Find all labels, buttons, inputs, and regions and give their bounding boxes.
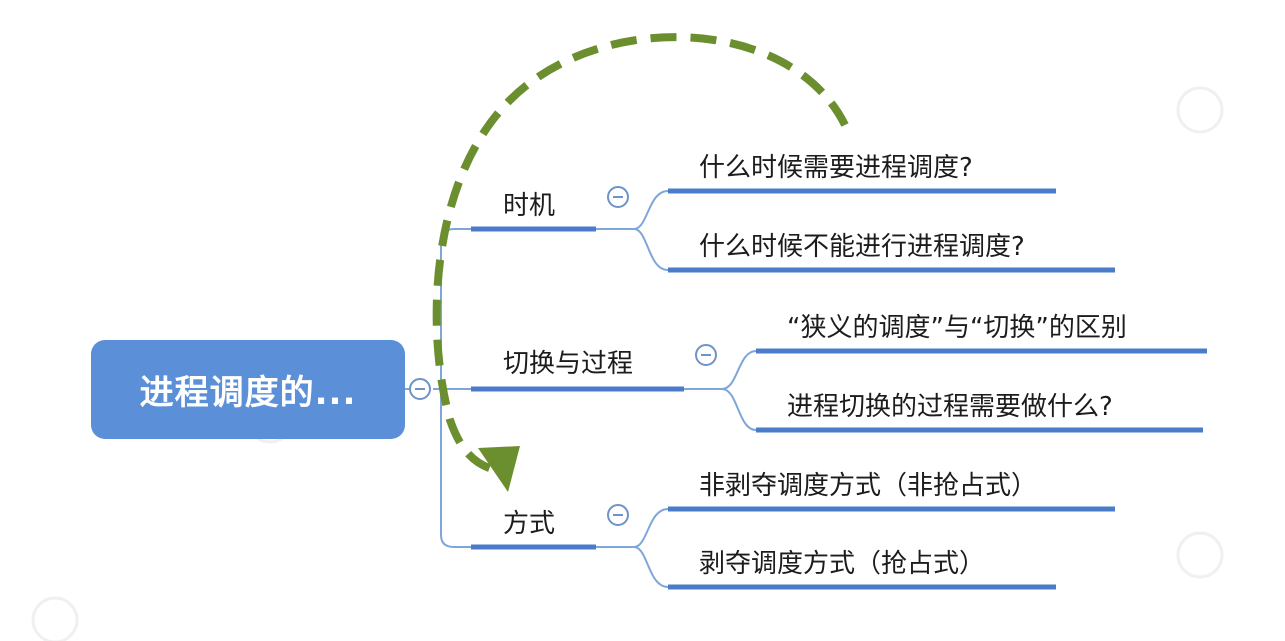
leaf-switch-process[interactable]: 进程切换的过程需要做什么? (787, 392, 1113, 422)
trunk-to-branch-3 (440, 389, 471, 548)
branch-2-fork-down (721, 388, 757, 431)
trunk-to-branch-1 (440, 228, 471, 389)
leaf-schedule-vs-switch[interactable]: “狭义的调度”与“切换”的区别 (787, 313, 1127, 343)
leaf-when-schedule[interactable]: 什么时候需要进程调度? (699, 153, 973, 183)
leaf-non-preemptive[interactable]: 非剥夺调度方式（非抢占式） (699, 471, 1038, 501)
dashed-flow-arrow (432, 33, 849, 474)
branch-3-label[interactable]: 方式 (503, 509, 556, 539)
root-collapse-button[interactable] (409, 378, 431, 400)
branch-1-label[interactable]: 时机 (503, 191, 556, 221)
branch-3-fork-up (633, 508, 669, 548)
leaf-when-not-schedule[interactable]: 什么时候不能进行进程调度? (699, 232, 1025, 262)
branch-1-collapse-button[interactable] (607, 186, 629, 208)
branch-2-fork-up (721, 350, 757, 390)
root-label: 进程调度的... (139, 373, 357, 413)
leaf-preemptive[interactable]: 剥夺调度方式（抢占式） (699, 549, 986, 579)
branch-2-label[interactable]: 切换与过程 (503, 349, 634, 379)
arrow-head (478, 446, 520, 492)
branch-1-fork-down (633, 228, 669, 271)
branch-1-fork-up (633, 190, 669, 230)
branch-3-fork-down (633, 546, 669, 588)
root-node[interactable]: 进程调度的... (91, 340, 405, 439)
branch-3-collapse-button[interactable] (607, 504, 629, 526)
branch-2-collapse-button[interactable] (695, 344, 717, 366)
